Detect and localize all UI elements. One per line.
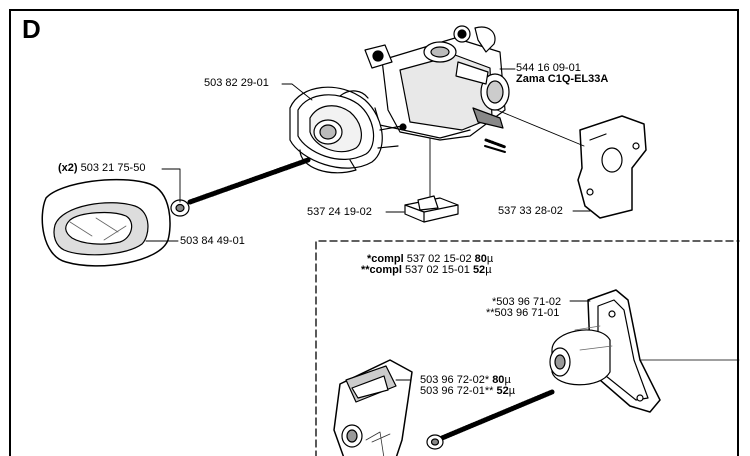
bolt-drawing <box>170 157 311 217</box>
air-housing-part-number: 503 82 29-01 <box>204 77 269 89</box>
spacer-block-drawing <box>404 195 459 223</box>
micro-symbol: µ <box>504 374 511 386</box>
block-part-number: 537 24 19-02 <box>307 206 372 218</box>
plate-52-part-number: **503 96 71-01 <box>486 307 560 319</box>
compl-52-part-number: 537 02 15-01 <box>405 264 470 276</box>
micro-symbol: µ <box>508 385 516 397</box>
carb-mount-plate-drawing <box>549 289 740 413</box>
compl-52-prefix: **compl <box>361 264 402 276</box>
mount-52-size: 52 <box>496 385 509 397</box>
carb-model-label: Zama C1Q-EL33A <box>516 73 609 85</box>
leader-bolt <box>161 168 181 203</box>
detail-bolt-drawing <box>426 389 555 450</box>
section-letter: D <box>22 14 41 44</box>
leader-gasket-up <box>496 109 585 147</box>
air-filter-part-number: 503 84 49-01 <box>180 235 245 247</box>
air-housing-drawing <box>289 86 407 174</box>
diagram-frame <box>9 9 739 456</box>
bolt-quantity: (x2) <box>58 162 78 174</box>
compl-80-prefix: *compl <box>367 253 404 265</box>
micro-symbol: µ <box>486 253 494 265</box>
plate-80-part-number: *503 96 71-02 <box>492 296 562 308</box>
mount-80-part-number: 503 96 72-02* <box>420 374 490 386</box>
air-filter-drawing <box>41 178 171 267</box>
mount-80-label: 503 96 72-02* 80µ <box>420 374 511 387</box>
compl-80-part-number: 537 02 15-02 <box>406 253 472 265</box>
intake-manifold-drawing <box>333 359 413 456</box>
mount-80-size: 80 <box>492 374 505 386</box>
mount-52-label: 503 96 72-01** 52µ <box>420 385 515 398</box>
micro-symbol: µ <box>485 264 492 276</box>
bolt-label: (x2) 503 21 75-50 <box>58 162 145 175</box>
carb-part-number: 544 16 09-01 <box>516 62 581 74</box>
carburetor-drawing <box>364 25 510 153</box>
compl-52-size: 52 <box>472 264 486 276</box>
compl-80-label: *compl 537 02 15-02 80µ <box>367 253 493 266</box>
bolt-part-number: 503 21 75-50 <box>80 162 146 174</box>
gasket-plate-drawing <box>577 115 647 219</box>
compl-80-size: 80 <box>474 253 487 265</box>
detail-box-border <box>315 240 740 456</box>
compl-52-label: **compl 537 02 15-01 52µ <box>361 264 492 277</box>
mount-52-part-number: 503 96 72-01** <box>420 385 494 397</box>
gasket-part-number: 537 33 28-02 <box>498 205 563 217</box>
leader-air-housing <box>281 83 313 101</box>
